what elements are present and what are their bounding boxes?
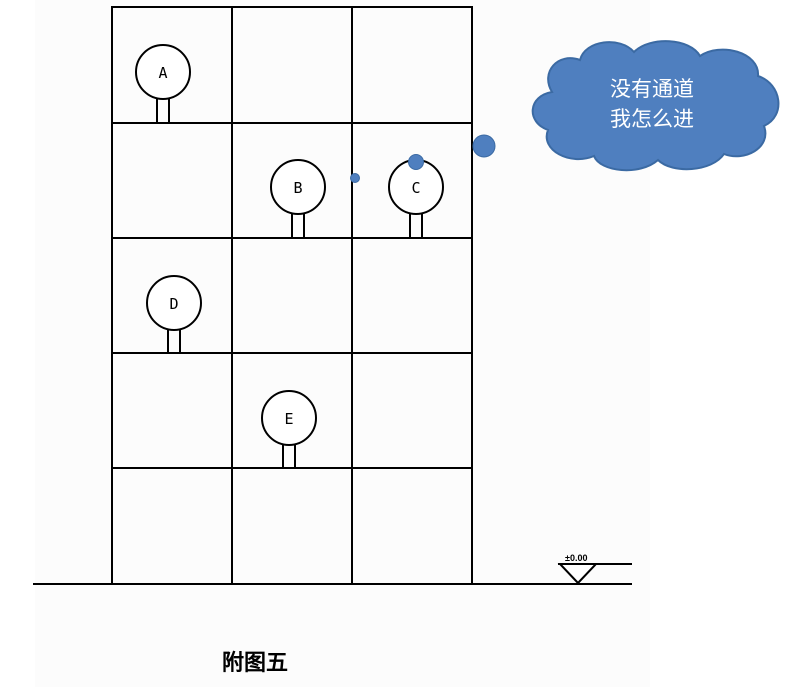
unit-e-circle	[261, 390, 317, 446]
unit-d-label: D	[169, 295, 178, 313]
unit-e-symbol: E	[261, 390, 317, 468]
unit-a-symbol: A	[135, 44, 191, 123]
unit-d-circle	[146, 275, 202, 331]
building-outline	[111, 6, 473, 585]
building-grid	[111, 6, 473, 585]
unit-e-label: E	[284, 410, 293, 428]
cloud-text-line-2: 我怎么进	[610, 107, 694, 131]
cloud-shape	[531, 40, 780, 172]
thought-dot-medium	[408, 154, 424, 170]
unit-b-symbol: B	[270, 159, 326, 238]
unit-b-circle	[270, 159, 326, 215]
unit-c-label: C	[411, 179, 420, 197]
unit-b-label: B	[293, 179, 302, 197]
cloud-text-line-1: 没有通道	[610, 77, 694, 101]
unit-d-symbol: D	[146, 275, 202, 353]
figure-caption: 附图五	[221, 651, 288, 676]
elevation-label: ±0.00	[565, 553, 587, 563]
thought-dot-small	[350, 173, 360, 183]
thought-dot-large	[472, 134, 496, 158]
thought-bubble: 没有通道 我怎么进	[350, 40, 780, 183]
elevation-marker: ±0.00	[557, 553, 632, 585]
unit-a-label: A	[158, 64, 167, 82]
elevation-triangle-icon	[557, 563, 599, 585]
unit-a-circle	[135, 44, 191, 100]
